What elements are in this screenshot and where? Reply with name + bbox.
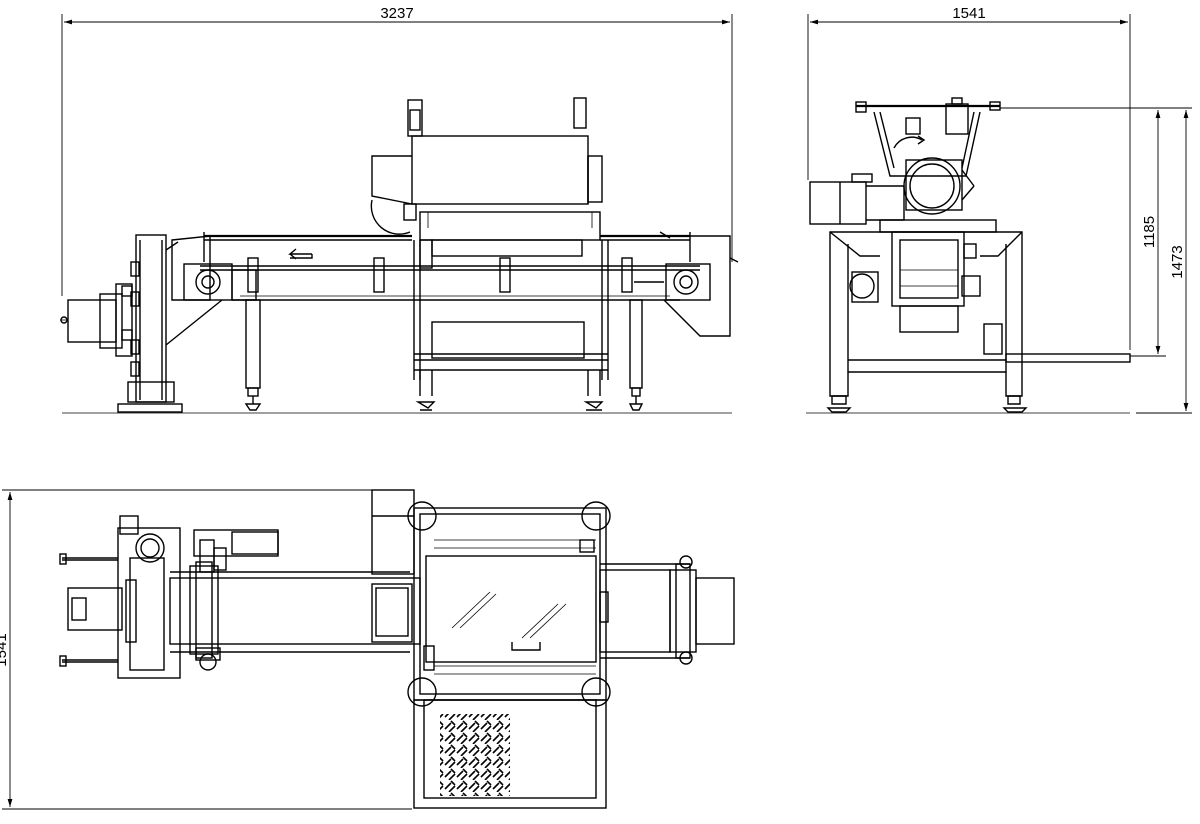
side-motor: [809, 157, 975, 225]
top-view: [59, 489, 735, 809]
top-belt: [169, 561, 421, 671]
central-frame: [413, 211, 609, 411]
top-right-belt: [599, 555, 735, 665]
top-left-drive: [59, 515, 181, 679]
dimension-label-overall-height: 1473: [1169, 245, 1186, 278]
dimension-top-width: 1541: [0, 489, 412, 810]
side-view: [806, 97, 1131, 414]
top-central-frame: [407, 501, 611, 707]
top-tread-tray: [413, 699, 607, 809]
dimension-label-side-height: 1185: [1141, 216, 1158, 248]
dimension-label-front-length: 3237: [380, 5, 413, 22]
left-column: [117, 234, 223, 413]
hopper-unit: [370, 97, 603, 235]
left-drive-motor: [60, 283, 133, 357]
left-conveyor-end: [171, 235, 257, 301]
dimension-label-top-width: 1541: [0, 633, 10, 666]
dimension-label-side-width: 1541: [952, 5, 985, 22]
side-frame: [826, 219, 1131, 413]
front-view: [60, 97, 739, 414]
conveyor-legs: [244, 299, 644, 411]
dimension-side-heights: 1185 1473: [1000, 107, 1192, 414]
dimension-front-length: 3237: [61, 5, 733, 296]
conveyor-belt: [200, 231, 700, 301]
top-upper-block: [371, 489, 415, 575]
side-hopper: [855, 97, 1001, 177]
right-conveyor-end: [634, 235, 739, 337]
dimension-side-width: 1541: [807, 5, 1131, 350]
